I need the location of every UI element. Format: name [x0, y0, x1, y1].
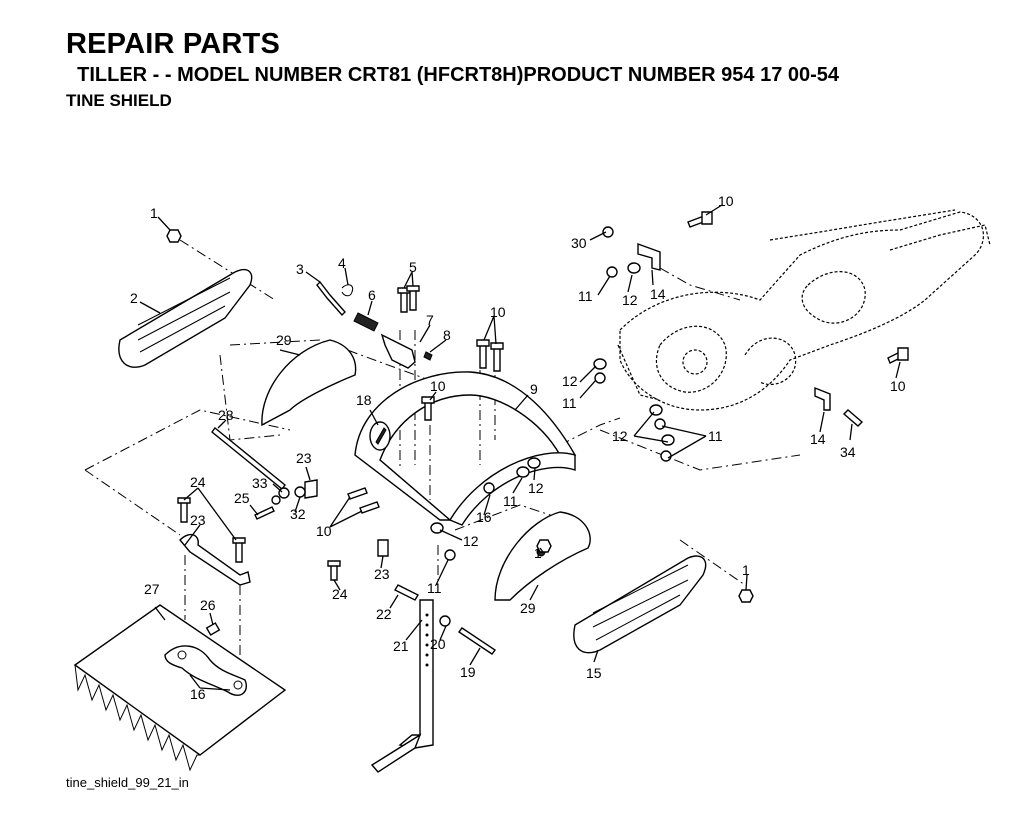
callout-11: 11 — [708, 428, 723, 444]
callout-19: 19 — [460, 664, 476, 680]
callout-15: 15 — [586, 665, 602, 681]
callout-29: 29 — [276, 332, 292, 348]
callout-10: 10 — [316, 523, 332, 539]
callout-16: 16 — [190, 686, 206, 702]
callout-6: 6 — [368, 287, 376, 303]
callout-12: 12 — [612, 428, 628, 444]
callout-23: 23 — [374, 566, 390, 582]
part-9-tine-shield — [354, 371, 577, 526]
callout-34: 34 — [840, 444, 856, 460]
callout-12: 12 — [562, 373, 578, 389]
part-19-pin — [457, 627, 497, 655]
callout-30: 30 — [571, 235, 587, 251]
callout-9: 9 — [530, 381, 538, 397]
tiller-frame-phantom — [617, 209, 991, 411]
callout-5: 5 — [409, 259, 417, 275]
callout-27: 27 — [144, 581, 160, 597]
page-title: REPAIR PARTS — [66, 28, 281, 60]
callout-22: 22 — [376, 606, 392, 622]
callout-12: 12 — [622, 292, 638, 308]
page-subtitle: TILLER - - MODEL NUMBER CRT81 (HFCRT8H)P… — [66, 64, 840, 86]
callout-16: 16 — [476, 509, 492, 525]
callout-33: 33 — [252, 475, 268, 491]
callout-1: 1 — [534, 545, 542, 561]
hardware — [166, 211, 909, 627]
part-29-flap-left — [261, 339, 357, 427]
part-25-pin — [254, 506, 275, 520]
section-title: TINE SHIELD — [66, 91, 172, 110]
part-29-flap-right — [494, 511, 591, 601]
latch-assembly — [316, 280, 433, 369]
callout-10: 10 — [490, 304, 506, 320]
callout-18: 18 — [356, 392, 372, 408]
callout-labels: 1 2 3 4 5 6 7 8 9 10 10 10 10 10 11 11 1… — [130, 193, 906, 702]
callout-23: 23 — [190, 512, 206, 528]
callout-14: 14 — [810, 431, 826, 447]
callout-20: 20 — [430, 636, 446, 652]
callout-1: 1 — [150, 205, 158, 221]
callout-10: 10 — [718, 193, 734, 209]
callout-8: 8 — [443, 327, 451, 343]
callout-25: 25 — [234, 490, 250, 506]
callout-12: 12 — [463, 533, 479, 549]
part-2-side-cover — [118, 268, 253, 368]
part-28-rod — [211, 426, 286, 491]
callout-11: 11 — [578, 288, 593, 304]
callout-7: 7 — [426, 312, 434, 328]
callout-1: 1 — [742, 562, 750, 578]
callout-4: 4 — [338, 255, 346, 271]
callout-14: 14 — [650, 286, 666, 302]
callout-29: 29 — [520, 600, 536, 616]
callout-21: 21 — [393, 638, 409, 654]
callout-11: 11 — [503, 493, 518, 509]
callout-3: 3 — [296, 261, 304, 277]
callout-32: 32 — [290, 506, 306, 522]
callout-10: 10 — [890, 378, 906, 394]
callout-24: 24 — [332, 586, 348, 602]
callout-28: 28 — [218, 407, 234, 423]
figure-reference: tine_shield_99_21_in — [66, 775, 189, 790]
part-27-deflector — [73, 604, 287, 772]
callout-26: 26 — [200, 597, 216, 613]
callout-23: 23 — [296, 450, 312, 466]
callout-10: 10 — [430, 378, 446, 394]
part-21-depth-stake — [370, 599, 434, 773]
leader-lines — [139, 204, 901, 691]
callout-12: 12 — [528, 480, 544, 496]
callout-24: 24 — [190, 474, 206, 490]
part-15-side-cover — [573, 555, 707, 654]
callout-2: 2 — [130, 290, 138, 306]
callout-11: 11 — [427, 580, 442, 596]
callout-11: 11 — [562, 395, 577, 411]
